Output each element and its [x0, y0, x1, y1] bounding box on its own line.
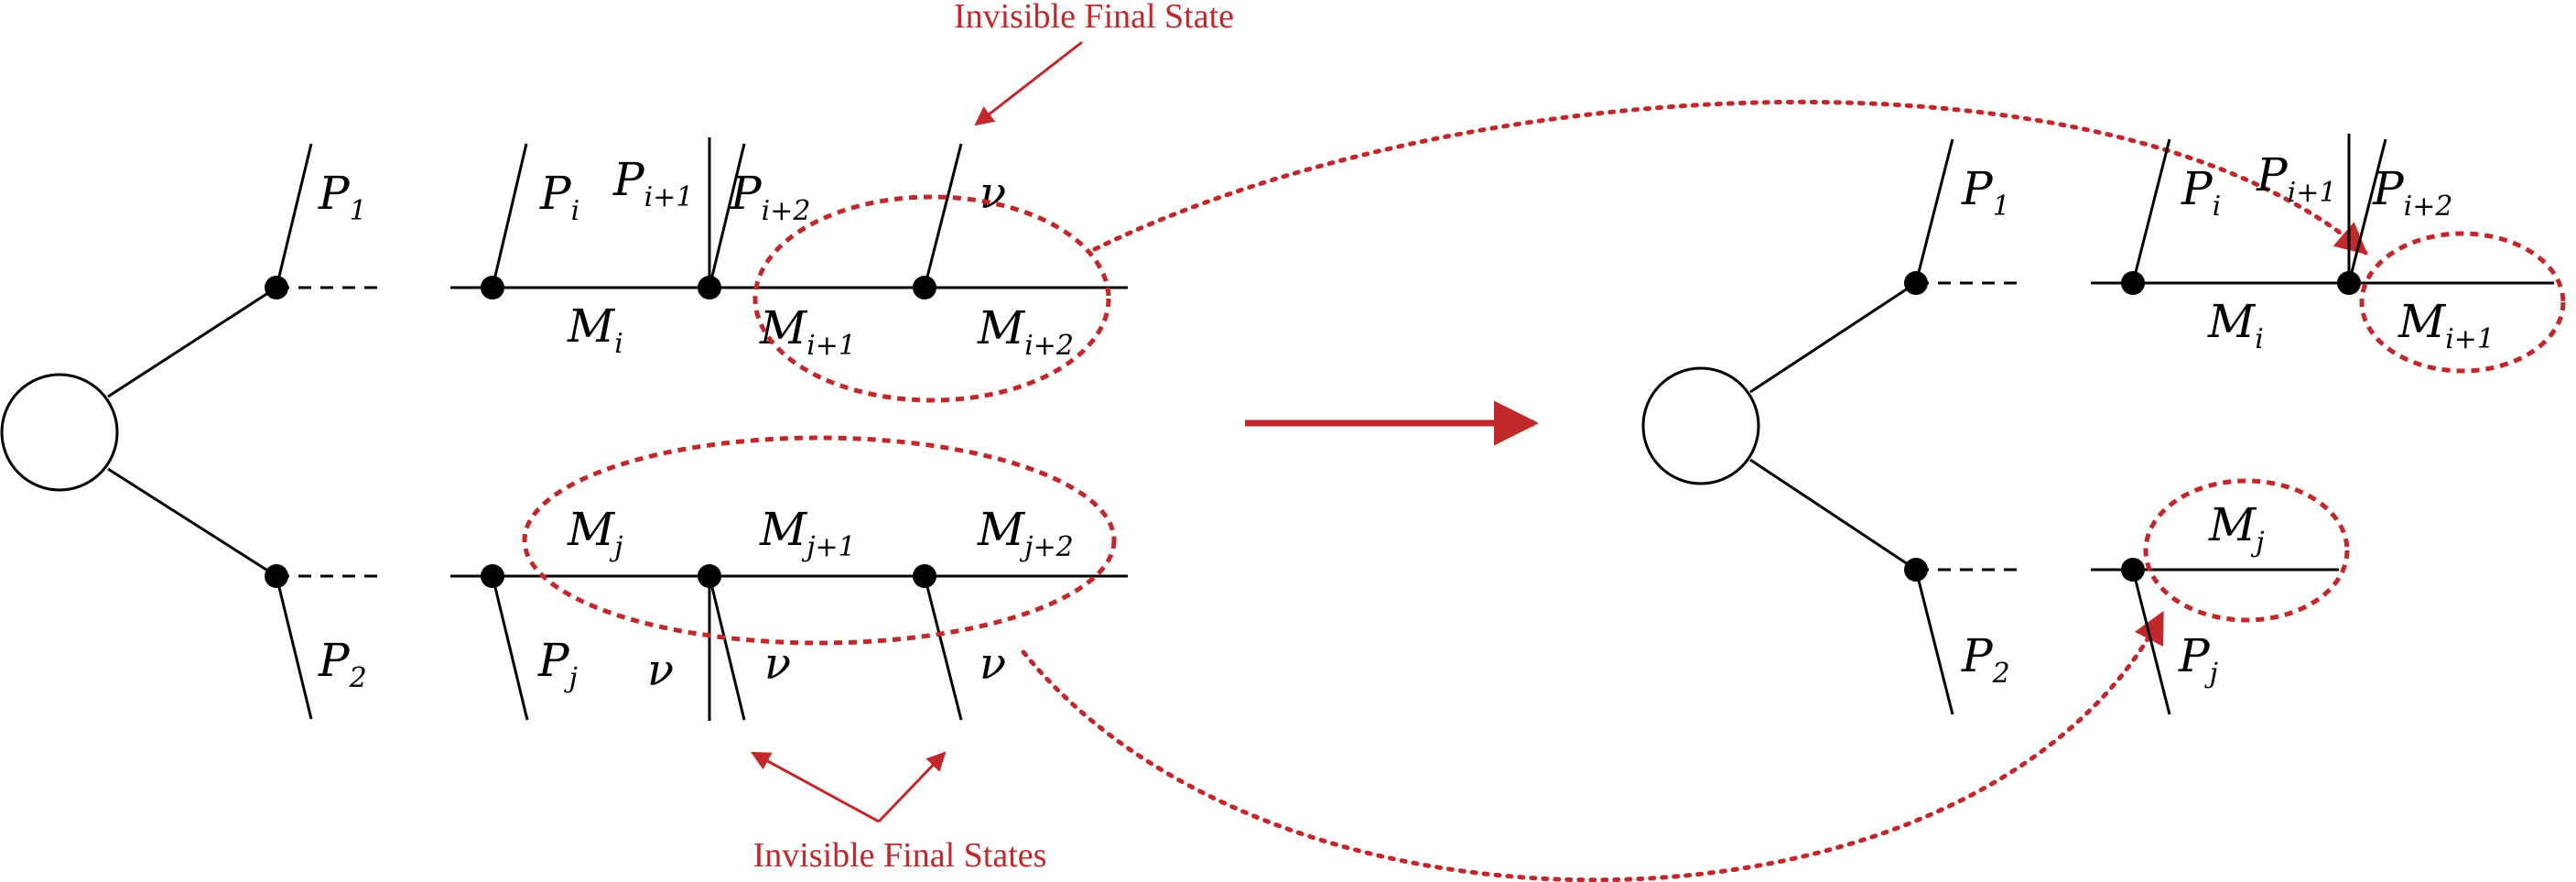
annotation-bottom-arrow-right	[877, 751, 947, 823]
right-pj-leg	[2131, 569, 2171, 715]
label-mj: Mj	[2208, 498, 2265, 559]
label-mi: Mi	[2207, 295, 2264, 355]
right-pi2-leg	[2347, 138, 2387, 284]
left-vertices	[265, 276, 936, 588]
label-pi: Pi	[2181, 162, 2221, 223]
left-p1-leg	[275, 143, 313, 289]
right-pi-leg	[2131, 138, 2171, 284]
left-lower-propagator	[107, 467, 277, 578]
left-nu-top-leg	[923, 143, 963, 289]
annotation-top-arrow	[974, 40, 1083, 126]
annotation-top: Invisible Final State	[954, 0, 1234, 36]
vertex	[265, 564, 288, 588]
label-nu-b: ν	[764, 638, 791, 690]
label-pi: Pi	[539, 167, 579, 227]
vertex	[913, 276, 936, 299]
left-pi-leg	[491, 143, 528, 289]
label-mi2: Mi+2	[977, 301, 1074, 362]
right-upper-propagator	[1749, 281, 1917, 394]
vertex	[265, 276, 288, 299]
vertex	[481, 276, 504, 299]
label-pj: Pj	[2178, 629, 2218, 690]
connector-top	[1092, 99, 2368, 256]
left-upper-propagator	[107, 286, 277, 398]
left-bottom-invisible-ellipse	[522, 435, 1117, 646]
label-pi1: Pi+1	[612, 153, 693, 213]
label-nu-c: ν	[980, 638, 1006, 690]
label-p1: P1	[1961, 162, 2010, 223]
annotation-bottom: Invisible Final States	[753, 836, 1047, 875]
label-pj: Pj	[537, 634, 578, 694]
right-vertices	[1904, 271, 2361, 582]
label-mj1: Mj+1	[759, 503, 856, 563]
vertex	[481, 564, 504, 588]
vertex	[913, 564, 936, 588]
left-blob	[0, 373, 119, 492]
label-mi: Mi	[567, 299, 623, 360]
vertex	[698, 276, 721, 299]
right-labels: P1 Pi Pi+1 Pi+2 Mi Mi+1 Mj P2 Pj	[1961, 148, 2495, 690]
label-p2: P2	[318, 634, 367, 694]
label-p1: P1	[318, 167, 367, 227]
vertex	[2121, 271, 2145, 295]
right-p1-leg	[1914, 138, 1954, 284]
left-diagram	[0, 137, 1128, 721]
left-top-invisible-ellipse	[752, 194, 1111, 403]
left-nu-leg-c	[923, 575, 963, 721]
annotation-bottom-arrow-left	[751, 751, 880, 823]
left-p2-leg	[275, 575, 313, 720]
vertex	[1904, 558, 1928, 582]
vertex	[2121, 558, 2145, 582]
vertex	[1904, 271, 1928, 295]
label-mj2: Mj+2	[977, 503, 1074, 563]
label-p2: P2	[1961, 629, 2010, 690]
right-diagram	[1641, 134, 2554, 715]
right-bottom-invisible-ellipse	[2143, 478, 2350, 623]
left-pi2-leg	[708, 143, 746, 289]
label-mi1: Mi+1	[759, 301, 856, 362]
vertex	[2337, 271, 2361, 295]
left-labels: P1 Pi Pi+1 Pi+2 ν Mi Mi+1 Mi+2 Mj Mj+1 M…	[318, 153, 1074, 696]
label-pi2: Pi+2	[2372, 162, 2452, 223]
right-blob	[1641, 366, 1760, 485]
label-nu-a: ν	[647, 645, 674, 696]
right-lower-propagator	[1749, 458, 1917, 572]
label-pi2: Pi+2	[730, 167, 810, 227]
right-p2-leg	[1914, 569, 1954, 715]
label-pi1: Pi+1	[2256, 148, 2336, 209]
label-mj: Mj	[567, 503, 623, 563]
left-nu-leg-b	[708, 575, 746, 721]
right-top-invisible-ellipse	[2359, 231, 2566, 374]
label-nu-top: ν	[980, 168, 1006, 219]
left-pj-leg	[491, 575, 529, 721]
vertex	[698, 564, 721, 588]
label-mi1: Mi+1	[2397, 295, 2495, 355]
connector-bottom	[1021, 610, 2165, 882]
